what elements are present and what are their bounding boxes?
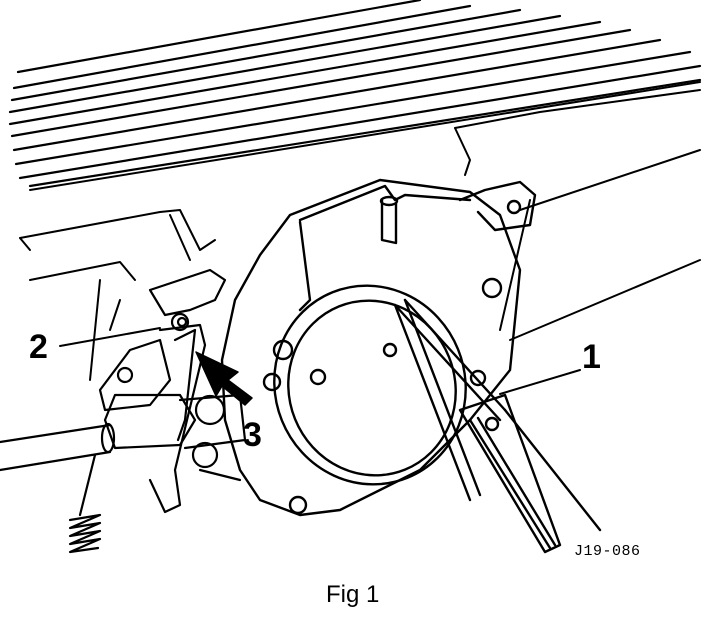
manifold-ribs [8, 0, 702, 188]
figure-caption: Fig 1 [326, 581, 380, 608]
throttle-body [220, 178, 537, 517]
leader-lines [59, 327, 581, 395]
callout-label-1: 1 [582, 338, 601, 376]
callout-label-3: 3 [243, 416, 262, 454]
callout-label-2: 2 [29, 328, 48, 366]
cable-and-spring [0, 422, 116, 554]
arrow-3-icon [195, 351, 253, 406]
throttle-lever [98, 268, 247, 514]
screwdriver [393, 298, 602, 554]
manifold-body [19, 81, 701, 381]
figure-code: J19-086 [574, 543, 641, 560]
